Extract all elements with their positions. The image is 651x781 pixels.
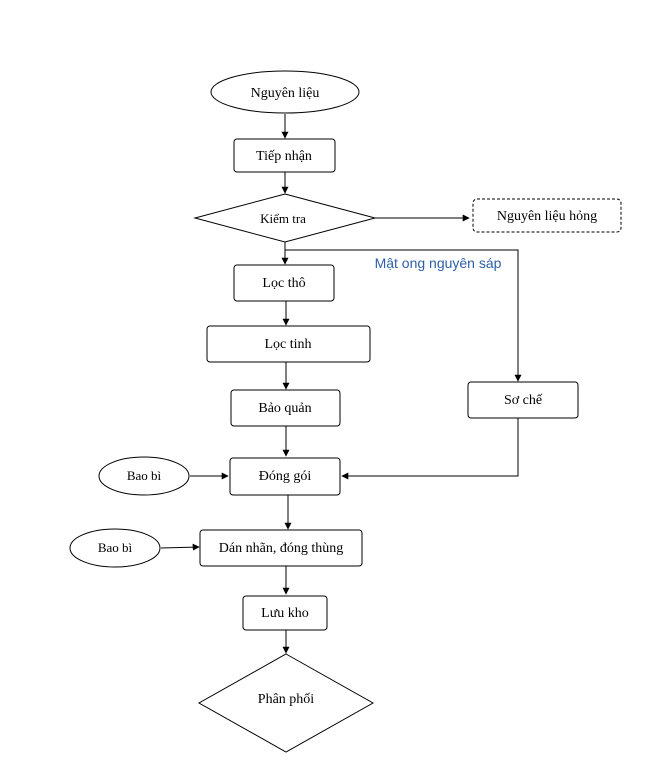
edge-label-mat-ong: Mật ong nguyên sáp [375,255,502,271]
edge-kiemtra-soche [285,249,522,382]
node-kiem-tra-label: Kiểm tra [260,211,306,226]
node-so-che: Sơ chế [467,381,579,419]
node-bao-quan-label: Bảo quản [258,401,311,416]
node-bao-quan: Bảo quản [230,389,341,427]
node-kiem-tra: Kiểm tra [193,193,377,243]
node-loc-tho: Lọc thô [233,264,335,302]
node-loc-tho-label: Lọc thô [262,276,305,291]
node-bao-bi-2-label: Bao bì [98,540,133,555]
node-loc-tinh-label: Lọc tinh [264,337,311,352]
node-so-che-label: Sơ chế [504,393,543,408]
node-bao-bi-1-label: Bao bì [127,468,162,483]
node-tiep-nhan-label: Tiếp nhận [256,149,312,164]
node-nguyen-lieu-label: Nguyên liệu [251,86,320,101]
edge-baobi2-dannhan [160,543,200,551]
edge-soche-donggoi [341,418,519,480]
node-dan-nhan-label: Dán nhãn, đóng thùng [219,541,343,556]
node-luu-kho-label: Lưu kho [261,606,309,621]
edge-label-mat-ong-text: Mật ong nguyên sáp [375,255,502,271]
node-bao-bi-2: Bao bì [69,528,161,568]
node-dong-goi: Đóng gói [229,457,341,496]
node-tiep-nhan: Tiếp nhận [233,138,336,173]
node-bao-bi-1: Bao bì [98,456,190,496]
node-dong-goi-label: Đóng gói [259,469,312,484]
node-dan-nhan: Dán nhãn, đóng thùng [199,529,363,567]
node-nguyen-lieu-hong-label: Nguyên liệu hỏng [497,209,597,224]
node-loc-tinh: Lọc tinh [206,325,371,363]
node-nguyen-lieu-hong: Nguyên liệu hỏng [472,198,622,233]
node-luu-kho: Lưu kho [242,595,328,631]
node-phan-phoi: Phân phối [197,653,375,753]
node-nguyen-lieu: Nguyên liệu [210,70,360,114]
edges [160,114,522,654]
node-phan-phoi-label: Phân phối [258,692,315,707]
